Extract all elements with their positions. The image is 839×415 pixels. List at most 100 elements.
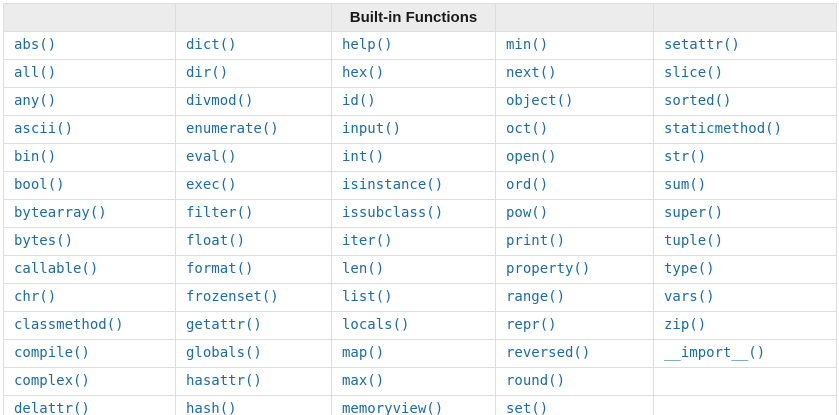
- table-cell: format(): [175, 255, 332, 284]
- table-cell: input(): [331, 115, 496, 144]
- function-link[interactable]: object(): [506, 93, 574, 109]
- function-link[interactable]: bytearray(): [14, 205, 107, 221]
- function-link[interactable]: max(): [342, 373, 385, 389]
- header-cell-empty: [175, 3, 332, 32]
- function-link[interactable]: slice(): [664, 65, 724, 81]
- function-link[interactable]: filter(): [186, 205, 254, 221]
- table-cell: enumerate(): [175, 115, 332, 144]
- function-link[interactable]: getattr(): [186, 317, 262, 333]
- function-link[interactable]: __import__(): [664, 345, 766, 361]
- function-link[interactable]: ascii(): [14, 121, 74, 137]
- table-cell: bin(): [3, 143, 176, 172]
- function-link[interactable]: hasattr(): [186, 373, 262, 389]
- table-cell: __import__(): [653, 339, 837, 368]
- function-link[interactable]: format(): [186, 261, 254, 277]
- function-link[interactable]: callable(): [14, 261, 99, 277]
- function-link[interactable]: eval(): [186, 149, 237, 165]
- function-link[interactable]: repr(): [506, 317, 557, 333]
- function-link[interactable]: frozenset(): [186, 289, 279, 305]
- table-body: abs() dict() help() min() setattr() all() dir(…: [3, 31, 837, 415]
- table-row: compile() globals() map() reversed() __impor…: [3, 339, 837, 368]
- function-link[interactable]: vars(): [664, 289, 715, 305]
- function-link[interactable]: print(): [506, 233, 566, 249]
- function-link[interactable]: set(): [506, 401, 549, 415]
- function-link[interactable]: open(): [506, 149, 557, 165]
- function-link[interactable]: chr(): [14, 289, 57, 305]
- function-link[interactable]: round(): [506, 373, 566, 389]
- function-link[interactable]: pow(): [506, 205, 549, 221]
- function-link[interactable]: sum(): [664, 177, 707, 193]
- function-link[interactable]: next(): [506, 65, 557, 81]
- table-cell: bytearray(): [3, 199, 176, 228]
- function-link[interactable]: compile(): [14, 345, 90, 361]
- function-link[interactable]: sorted(): [664, 93, 732, 109]
- function-link[interactable]: reversed(): [506, 345, 591, 361]
- function-link[interactable]: bytes(): [14, 233, 74, 249]
- table-cell: dict(): [175, 31, 332, 60]
- function-link[interactable]: setattr(): [664, 37, 740, 53]
- table-cell: chr(): [3, 283, 176, 312]
- function-link[interactable]: int(): [342, 149, 385, 165]
- function-link[interactable]: oct(): [506, 121, 549, 137]
- table-cell: bytes(): [3, 227, 176, 256]
- function-link[interactable]: delattr(): [14, 401, 90, 415]
- header-cell-empty: [495, 3, 654, 32]
- function-link[interactable]: memoryview(): [342, 401, 444, 415]
- table-cell: type(): [653, 255, 837, 284]
- table-header-row: Built-in Functions: [3, 3, 837, 32]
- function-link[interactable]: id(): [342, 93, 376, 109]
- function-link[interactable]: float(): [186, 233, 246, 249]
- table-cell: max(): [331, 367, 496, 396]
- function-link[interactable]: help(): [342, 37, 393, 53]
- function-link[interactable]: hash(): [186, 401, 237, 415]
- function-link[interactable]: range(): [506, 289, 566, 305]
- function-link[interactable]: iter(): [342, 233, 393, 249]
- function-link[interactable]: staticmethod(): [664, 121, 783, 137]
- function-link[interactable]: hex(): [342, 65, 385, 81]
- function-link[interactable]: any(): [14, 93, 57, 109]
- table-cell: exec(): [175, 171, 332, 200]
- function-link[interactable]: classmethod(): [14, 317, 124, 333]
- function-link[interactable]: locals(): [342, 317, 410, 333]
- function-link[interactable]: bool(): [14, 177, 65, 193]
- function-link[interactable]: all(): [14, 65, 57, 81]
- function-link[interactable]: divmod(): [186, 93, 254, 109]
- table-row: delattr() hash() memoryview() set(): [3, 395, 837, 415]
- function-link[interactable]: tuple(): [664, 233, 724, 249]
- function-link[interactable]: type(): [664, 261, 715, 277]
- table-cell: [653, 367, 837, 396]
- function-link[interactable]: list(): [342, 289, 393, 305]
- table-row: bytes() float() iter() print() tuple(): [3, 227, 837, 256]
- function-link[interactable]: min(): [506, 37, 549, 53]
- function-link[interactable]: str(): [664, 149, 707, 165]
- table-row: bin() eval() int() open() str(): [3, 143, 837, 172]
- function-link[interactable]: zip(): [664, 317, 707, 333]
- table-cell: id(): [331, 87, 496, 116]
- function-link[interactable]: dict(): [186, 37, 237, 53]
- function-link[interactable]: property(): [506, 261, 591, 277]
- table-cell: int(): [331, 143, 496, 172]
- table-cell: list(): [331, 283, 496, 312]
- table-row: chr() frozenset() list() range() vars(): [3, 283, 837, 312]
- function-link[interactable]: ord(): [506, 177, 549, 193]
- function-link[interactable]: complex(): [14, 373, 90, 389]
- function-link[interactable]: len(): [342, 261, 385, 277]
- function-link[interactable]: abs(): [14, 37, 57, 53]
- function-link[interactable]: isinstance(): [342, 177, 444, 193]
- function-link[interactable]: bin(): [14, 149, 57, 165]
- function-link[interactable]: map(): [342, 345, 385, 361]
- header-cell-empty: [653, 3, 837, 32]
- function-link[interactable]: enumerate(): [186, 121, 279, 137]
- table-cell: globals(): [175, 339, 332, 368]
- table-cell: set(): [495, 395, 654, 415]
- table-cell: sum(): [653, 171, 837, 200]
- function-link[interactable]: input(): [342, 121, 402, 137]
- function-link[interactable]: dir(): [186, 65, 229, 81]
- table-cell: issubclass(): [331, 199, 496, 228]
- function-link[interactable]: issubclass(): [342, 205, 444, 221]
- function-link[interactable]: exec(): [186, 177, 237, 193]
- table-cell: bool(): [3, 171, 176, 200]
- function-link[interactable]: globals(): [186, 345, 262, 361]
- function-link[interactable]: super(): [664, 205, 724, 221]
